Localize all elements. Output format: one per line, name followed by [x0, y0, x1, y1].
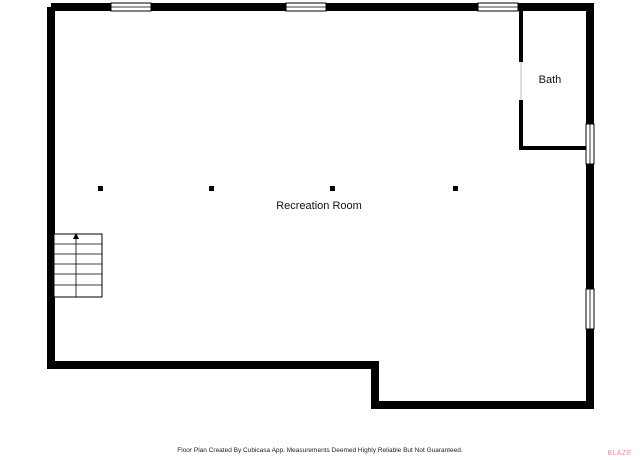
footer-disclaimer: Floor Plan Created By Cubicasa App. Meas… — [177, 447, 463, 454]
support-post — [98, 186, 103, 191]
recreation-room-label: Recreation Room — [276, 200, 362, 212]
window-right-2 — [585, 288, 595, 330]
exterior-wall — [47, 3, 594, 409]
support-post — [209, 186, 214, 191]
window-top-3 — [477, 2, 519, 12]
watermark-logo: BLAZE — [607, 450, 632, 457]
window-top-2 — [285, 2, 327, 12]
support-post — [453, 186, 458, 191]
stair-arrow-icon — [73, 233, 79, 239]
staircase — [53, 233, 103, 298]
window-right-1 — [585, 123, 595, 165]
window-top-1 — [110, 2, 152, 12]
bath-label: Bath — [539, 74, 562, 86]
support-post — [330, 186, 335, 191]
